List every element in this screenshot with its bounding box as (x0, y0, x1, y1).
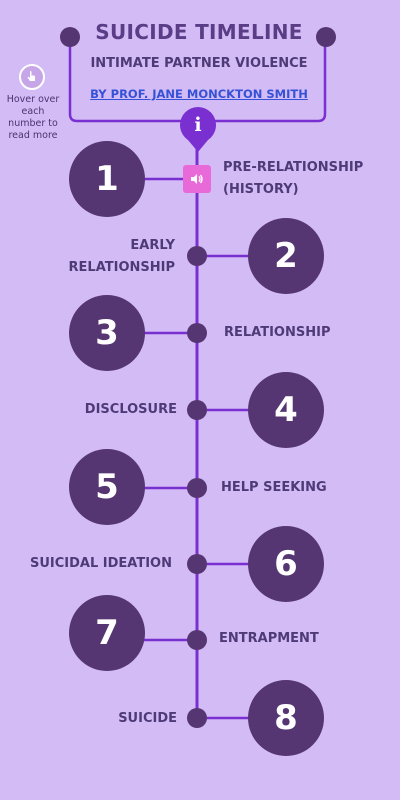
info-button[interactable]: i (180, 107, 216, 143)
stage-2-dot (187, 246, 207, 266)
stage-1-label-line1: PRE-RELATIONSHIP (223, 160, 364, 175)
stage-5-number[interactable]: 5 (69, 449, 145, 525)
stage-6-dot (187, 554, 207, 574)
stage-3-label: RELATIONSHIP (224, 325, 331, 340)
stage-1-number[interactable]: 1 (69, 141, 145, 217)
stage-4-number[interactable]: 4 (248, 372, 324, 448)
stage-4-label: DISCLOSURE (84, 402, 177, 417)
stage-3-number[interactable]: 3 (69, 295, 145, 371)
info-icon: i (194, 114, 202, 136)
header-frame-right-dot (316, 27, 336, 47)
info-pin-tip (188, 140, 208, 152)
page-title: SUICIDE TIMELINE (95, 20, 303, 44)
stage-5-label: HELP SEEKING (221, 480, 327, 495)
header-frame-left-dot (60, 27, 80, 47)
stage-1-label: PRE-RELATIONSHIP (HISTORY) (223, 157, 363, 201)
stage-8-dot (187, 708, 207, 728)
stage-2-number[interactable]: 2 (248, 218, 324, 294)
stage-7-number[interactable]: 7 (69, 595, 145, 671)
stage-2-label-line1: EARLY (130, 238, 175, 253)
stage-8-label: SUICIDE (118, 711, 177, 726)
stage-1-label-line2: (HISTORY) (223, 182, 299, 197)
stage-6-label: SUICIDAL IDEATION (30, 556, 172, 571)
stage-4-dot (187, 400, 207, 420)
stage-3-dot (187, 323, 207, 343)
stage-2-label: EARLY RELATIONSHIP (40, 235, 175, 279)
stage-5-dot (187, 478, 207, 498)
stage-7-dot (187, 630, 207, 650)
stage-6-number[interactable]: 6 (248, 526, 324, 602)
page-subtitle: INTIMATE PARTNER VIOLENCE (90, 56, 308, 71)
stage-8-number[interactable]: 8 (248, 680, 324, 756)
audio-button[interactable] (183, 165, 211, 193)
stage-7-label: ENTRAPMENT (219, 631, 319, 646)
hover-instruction: Hover over each number to read more (6, 94, 60, 141)
stage-2-label-line2: RELATIONSHIP (68, 260, 175, 275)
pointer-hand-icon (19, 64, 45, 90)
speaker-icon (191, 174, 203, 184)
author-link[interactable]: BY PROF. JANE MONCKTON SMITH (90, 87, 308, 101)
